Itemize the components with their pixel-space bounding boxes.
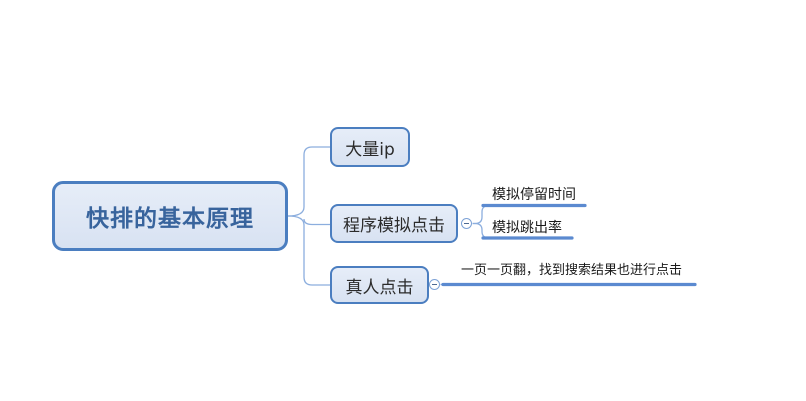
leaf-simulate-dwell-time[interactable]: 模拟停留时间 (492, 184, 576, 204)
topic-root-label: 快排的基本原理 (86, 206, 254, 232)
leaf-page-by-page-click-label: 一页一页翻，找到搜索结果也进行点击 (461, 263, 683, 278)
topic-program-simulated-click-label: 程序模拟点击 (343, 216, 445, 236)
collapse-toggle-program-simulated-click[interactable] (461, 218, 472, 229)
topic-program-simulated-click[interactable]: 程序模拟点击 (330, 204, 458, 243)
topic-mass-ip[interactable]: 大量ip (330, 127, 410, 167)
topic-real-person-click-label: 真人点击 (345, 277, 414, 298)
leaf-page-by-page-click[interactable]: 一页一页翻，找到搜索结果也进行点击 (461, 259, 682, 278)
topic-root[interactable]: 快排的基本原理 (52, 181, 288, 251)
minus-icon (432, 284, 437, 285)
leaf-simulate-bounce-rate[interactable]: 模拟跳出率 (492, 217, 562, 237)
leaf-simulate-bounce-rate-label: 模拟跳出率 (492, 220, 562, 236)
minus-icon (464, 223, 469, 224)
collapse-toggle-real-person-click[interactable] (429, 279, 440, 290)
leaf-simulate-dwell-time-label: 模拟停留时间 (492, 187, 576, 203)
topic-mass-ip-label: 大量ip (345, 139, 395, 160)
topic-real-person-click[interactable]: 真人点击 (330, 266, 429, 304)
